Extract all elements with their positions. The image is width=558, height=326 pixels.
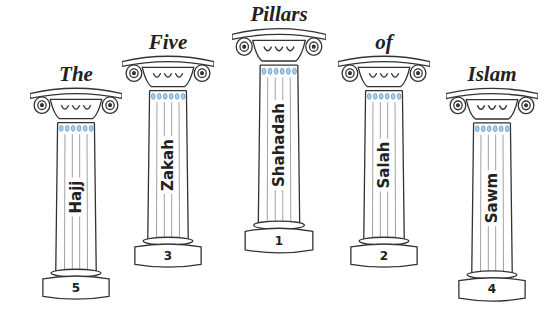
- pillar: Hajj 5: [56, 124, 96, 302]
- pillar-name: Sawm: [483, 170, 501, 226]
- callout-number: 5: [72, 281, 80, 294]
- pillar-drawing: [446, 88, 538, 301]
- pillar-name: Salah: [375, 139, 393, 192]
- pillar: Zakah 3: [148, 92, 188, 270]
- pillar-name: Shahadah: [270, 100, 288, 190]
- pillar-drawing: [338, 56, 430, 267]
- pillar-drawing: [122, 56, 214, 267]
- title-word: of: [375, 31, 393, 53]
- callout-number: 4: [488, 283, 496, 296]
- title-word: Islam: [467, 63, 516, 85]
- title-word: Five: [149, 31, 187, 53]
- title-word: The: [59, 63, 93, 85]
- callout-number: 3: [164, 249, 172, 262]
- callout-number: 2: [380, 249, 388, 262]
- pillar: Salah 2: [364, 92, 404, 270]
- pillar-drawing: [232, 29, 326, 253]
- pillar: Shahadah 1: [258, 67, 299, 256]
- pillar: Sawm 4: [472, 125, 512, 304]
- callout-number: 1: [275, 234, 283, 247]
- pillar-drawing: [30, 88, 122, 299]
- title-word: Pillars: [250, 3, 307, 25]
- pillar-name: Hajj: [67, 178, 85, 217]
- pillar-name: Zakah: [159, 136, 177, 194]
